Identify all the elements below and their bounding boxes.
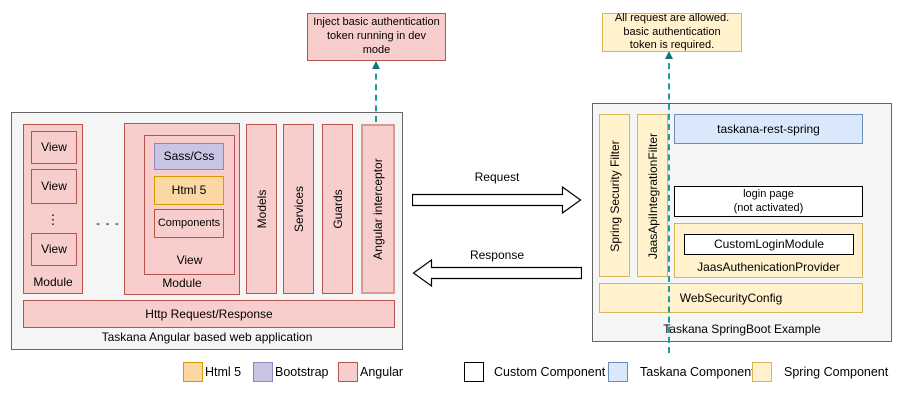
web-security-config-box: WebSecurityConfig [599,283,863,313]
legend-item-taskana-component: Taskana Component [608,361,755,383]
html5-box: Html 5 [154,176,224,205]
taskana-component-swatch-icon [608,362,628,382]
angular-interceptor-label: Angular interceptor [371,158,385,260]
spring-security-filter-label: Spring Security Filter [607,139,622,252]
spring-component-swatch-icon [752,362,772,382]
springboot-title: Taskana SpringBoot Example [663,322,821,336]
module-box-2: Sass/Css Html 5 Components View Module [124,123,240,295]
spring-security-filter-bar: Spring Security Filter [599,114,630,277]
legend-label: Html 5 [205,365,242,379]
jaas-api-integration-filter-label: JaasApiIntegrationFilter [645,132,660,259]
view-box: View [31,169,77,204]
components-box: Components [154,209,224,238]
callout-dev-mode: Inject basic authentication token runnin… [307,13,446,61]
response-arrow [412,259,582,287]
html5-swatch-icon [183,362,203,382]
arrowhead-up-icon [372,61,380,69]
legend-label: Spring Component [784,365,889,379]
legend-item-custom-component: Custom Component [464,361,605,383]
arrowhead-up-icon [665,51,673,59]
dashed-connector-right [665,51,673,353]
models-label: Models [254,189,269,229]
services-label: Services [291,185,306,233]
legend-label: Angular [360,365,404,379]
legend-item-spring-component: Spring Component [752,361,888,383]
dashed-connector-left [372,61,380,122]
bootstrap-swatch-icon [253,362,273,382]
legend-label: Custom Component [494,365,606,379]
jaas-api-integration-filter-bar: JaasApiIntegrationFilter [637,114,668,277]
taskana-rest-spring-box: taskana-rest-spring [674,114,863,144]
request-arrow [412,186,582,214]
view-label: View [176,253,203,267]
legend-item-angular: Angular [338,361,403,383]
vertical-ellipsis: ⋮ [46,212,60,228]
custom-component-swatch-icon [464,362,484,382]
view-box-detailed: Sass/Css Html 5 Components View [144,135,235,275]
callout-auth-note: All request are allowed. basic authentic… [602,12,742,52]
angular-swatch-icon [338,362,358,382]
angular-app-container: View View ⋮ View Module - - - Sass/Css H… [11,112,403,350]
view-box: View [31,131,77,164]
services-bar: Services [283,124,314,294]
legend-item-bootstrap: Bootstrap [253,361,329,383]
login-page-box: login page (not activated) [674,186,863,217]
angular-interceptor-bar: Angular interceptor [361,124,395,294]
custom-login-module-box: CustomLoginModule [684,234,854,255]
legend-label: Bootstrap [275,365,329,379]
angular-app-title: Taskana Angular based web application [101,330,313,344]
jaas-authentication-provider-label: JaasAuthenicationProvider [697,260,840,274]
guards-label: Guards [330,189,345,229]
module-label: Module [33,275,73,289]
jaas-authentication-provider-box: CustomLoginModule JaasAuthenicationProvi… [674,223,863,278]
legend-label: Taskana Component [640,365,755,379]
springboot-container: Spring Security Filter JaasApiIntegratio… [592,103,892,342]
modules-ellipsis: - - - [96,215,120,230]
request-label: Request [474,170,520,184]
guards-bar: Guards [322,124,353,294]
models-bar: Models [246,124,277,294]
legend-item-html5: Html 5 [183,361,241,383]
view-box: View [31,233,77,266]
sass-css-box: Sass/Css [154,143,224,170]
module-box-1: View View ⋮ View Module [23,124,83,294]
module-label: Module [162,276,202,290]
http-request-response-bar: Http Request/Response [23,300,395,328]
response-label: Response [469,248,525,262]
